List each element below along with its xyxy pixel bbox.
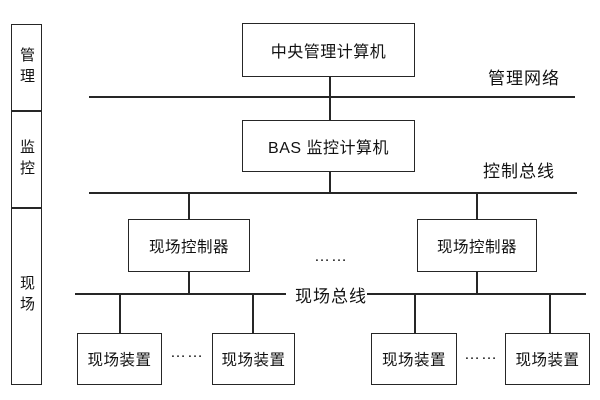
layer-label-field: 现场 [18,274,35,317]
node-field-controller-left: 现场控制器 [128,219,250,272]
node-central-management-computer: 中央管理计算机 [242,23,415,77]
ellipsis-devices-right: …… [464,346,498,363]
connector-field-bus-to-device-2 [252,294,254,333]
layer-cell-management: 管理 [12,25,41,111]
layer-divider-2 [12,207,41,209]
field-bus-label: 现场总线 [295,287,367,306]
node-field-controller-right: 现场控制器 [417,219,537,272]
connector-control-bus-to-left-controller [188,193,190,219]
ellipsis-devices-left: …… [170,344,204,361]
layer-cell-supervision: 监控 [12,111,41,208]
node-field-device-2: 现场装置 [212,333,295,385]
field-bus-line-left [75,293,286,295]
connector-field-bus-to-device-3 [414,294,416,333]
connector-bas-to-control-bus [329,172,331,193]
control-bus-line [89,192,577,194]
connector-field-bus-to-device-4 [549,294,551,333]
control-bus-label: 控制总线 [483,162,555,181]
layer-axis: 管理 监控 现场 [11,24,42,385]
ellipsis-controllers: …… [314,248,348,265]
connector-central-to-management-line [329,77,331,120]
connector-left-controller-to-field-bus [188,272,190,294]
node-bas-supervision-computer: BAS 监控计算机 [242,120,415,172]
management-network-line [89,96,575,98]
management-network-label: 管理网络 [488,69,560,88]
layer-cell-field: 现场 [12,208,41,383]
layer-label-management: 管理 [18,47,35,89]
node-field-device-3: 现场装置 [371,333,457,385]
layer-divider-1 [12,110,41,112]
node-field-device-4: 现场装置 [505,333,590,385]
connector-right-controller-to-field-bus [476,272,478,294]
node-field-device-1: 现场装置 [77,333,162,385]
connector-control-bus-to-right-controller [476,193,478,219]
field-bus-line-right [367,293,586,295]
layer-label-supervision: 监控 [18,138,35,181]
connector-field-bus-to-device-1 [119,294,121,333]
